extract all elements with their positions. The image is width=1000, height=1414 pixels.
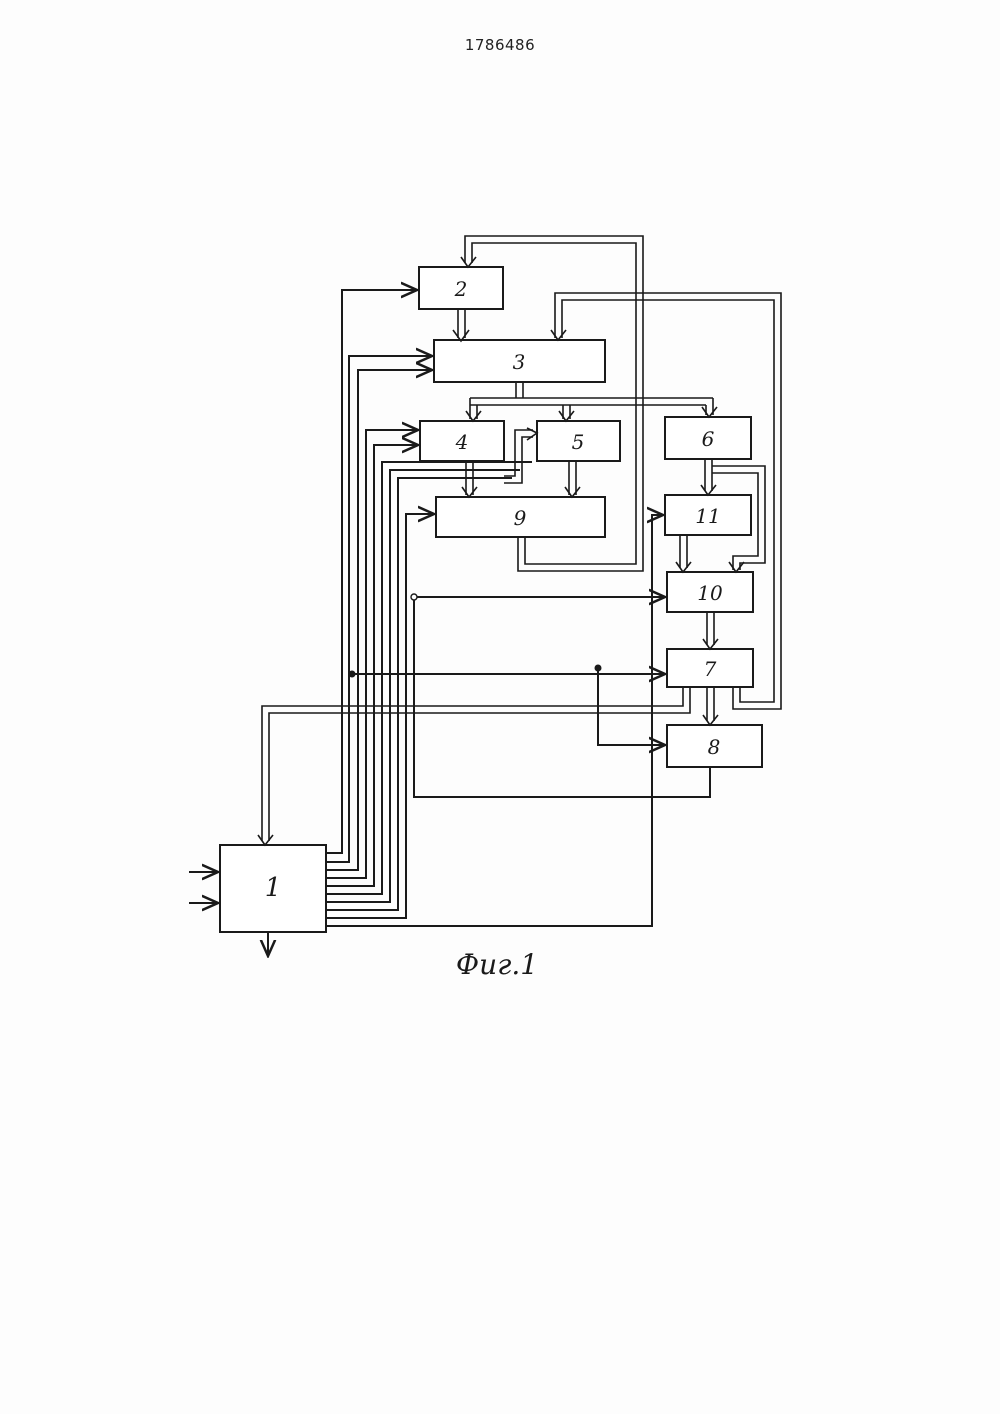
block-3-label: 3 — [513, 350, 526, 374]
block-1-label: 1 — [265, 873, 282, 903]
figure-caption: Фиг.1 — [456, 948, 538, 981]
block-11: 11 — [665, 495, 751, 535]
block-11-label: 11 — [695, 504, 720, 528]
block-1: 1 — [220, 845, 326, 932]
block-6-label: 6 — [702, 427, 715, 451]
block-10-label: 10 — [697, 581, 723, 605]
block-10: 10 — [667, 572, 753, 612]
block-7: 7 — [667, 649, 753, 687]
block-8-label: 8 — [708, 735, 721, 759]
block-9-label: 9 — [514, 506, 527, 530]
block-7-label: 7 — [704, 657, 717, 681]
block-6: 6 — [665, 417, 751, 459]
block-2-label: 2 — [454, 277, 468, 301]
block-4: 4 — [420, 421, 504, 461]
block-9: 9 — [436, 497, 605, 537]
block-4-label: 4 — [455, 430, 469, 454]
block-3: 3 — [434, 340, 605, 382]
block-5-label: 5 — [572, 430, 585, 454]
block-8: 8 — [667, 725, 762, 767]
block-2: 2 — [419, 267, 503, 309]
block-5: 5 — [537, 421, 620, 461]
